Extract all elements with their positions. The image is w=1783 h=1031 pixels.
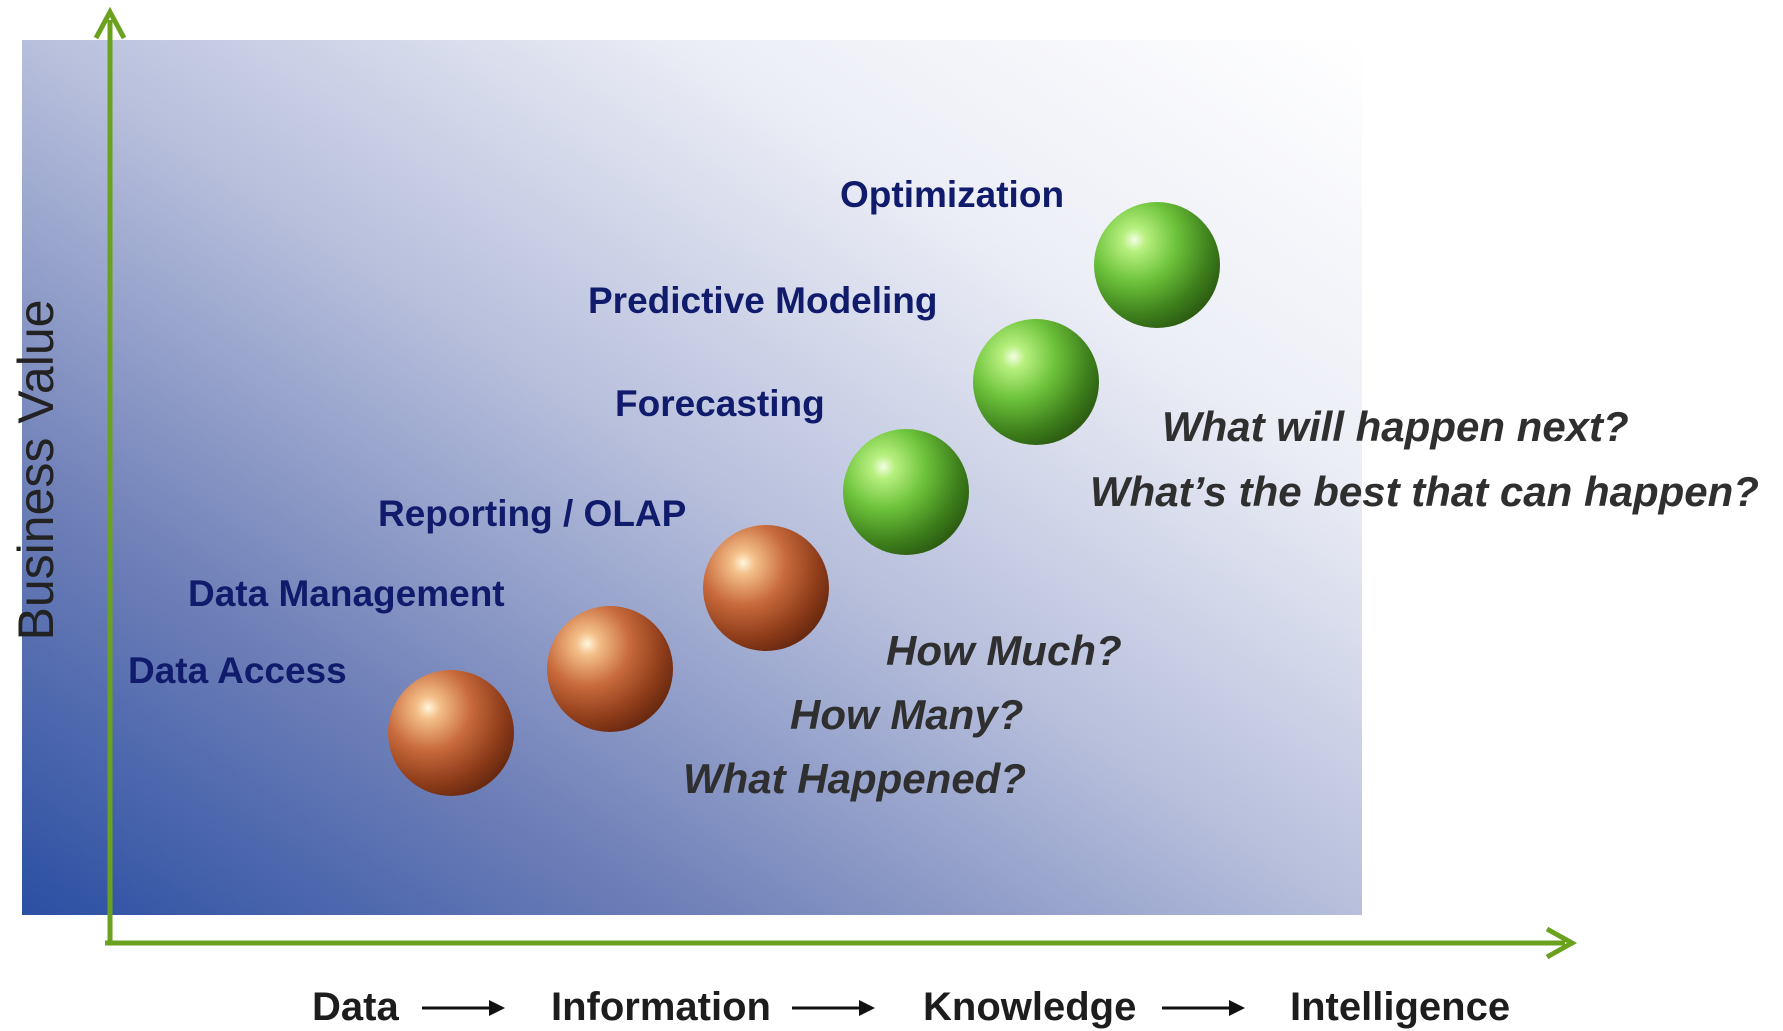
- y-axis-arrowhead: [93, 6, 127, 40]
- question-how-much: How Much?: [886, 627, 1122, 674]
- x-stage-information: Information: [551, 985, 771, 1029]
- stage-label-reporting-olap: Reporting / OLAP: [378, 493, 687, 534]
- x-stage-arrow-3-head: [1229, 1000, 1245, 1016]
- stage-label-data-management: Data Management: [188, 573, 505, 614]
- x-stage-arrow-2-head: [859, 1000, 875, 1016]
- x-stage-data: Data: [312, 985, 399, 1029]
- sphere-2-orange: [547, 606, 673, 732]
- question-what-happened: What Happened?: [683, 755, 1026, 802]
- stage-label-data-access: Data Access: [128, 650, 347, 691]
- x-stage-arrows: [422, 1000, 1245, 1016]
- x-stage-knowledge: Knowledge: [923, 985, 1137, 1029]
- x-stage-intelligence: Intelligence: [1290, 985, 1511, 1029]
- x-stage-arrow-1-head: [489, 1000, 505, 1016]
- stage-label-predictive-modeling: Predictive Modeling: [588, 280, 938, 321]
- spheres-group: [388, 202, 1220, 796]
- question-what-will-happen-next: What will happen next?: [1162, 403, 1629, 450]
- question-how-many: How Many?: [790, 691, 1024, 738]
- sphere-5-green: [973, 319, 1099, 445]
- gradient-background: [22, 40, 1362, 915]
- y-axis-label: Business Value: [8, 299, 64, 641]
- sphere-3-orange: [703, 525, 829, 651]
- x-axis-arrowhead: [1545, 926, 1578, 960]
- stage-label-optimization: Optimization: [840, 174, 1065, 215]
- sphere-4-green: [843, 429, 969, 555]
- question-best-that-can-happen: What’s the best that can happen?: [1090, 468, 1759, 515]
- stage-label-forecasting: Forecasting: [615, 383, 825, 424]
- sphere-1-orange: [388, 670, 514, 796]
- sphere-6-green: [1094, 202, 1220, 328]
